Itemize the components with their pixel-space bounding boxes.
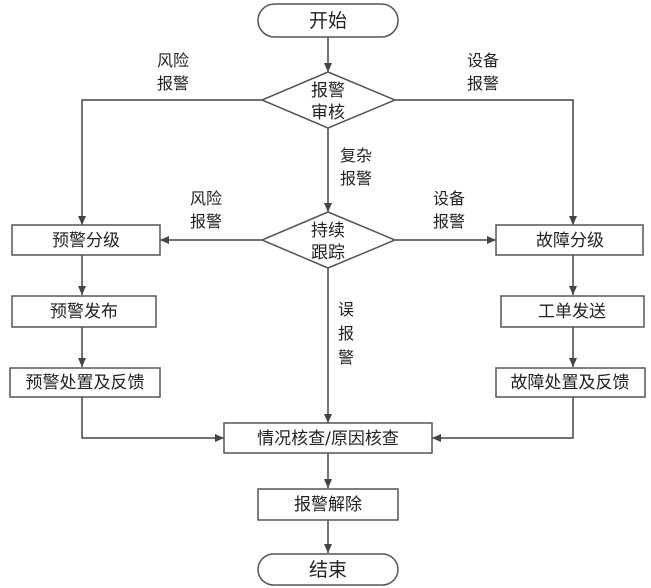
clear-box: [257, 488, 399, 521]
edge-labels: 风险 报警 设备 报警 复杂 报警 风险 报警 设备 报警 误 报 警: [157, 51, 499, 367]
complex-label-line1: 复杂: [340, 146, 372, 165]
review-decision: [260, 71, 397, 129]
edge-review-to-fault-grade: [395, 99, 577, 225]
verify-box: [223, 422, 433, 454]
edge-warn-handle-to-verify: [81, 397, 224, 442]
warn-publish-label: 预警发布: [50, 302, 118, 322]
false-alarm-label-line1: 误: [338, 300, 354, 319]
fault-grade-label: 故障分级: [536, 231, 604, 251]
verify-label: 情况核查/原因核查: [257, 429, 399, 449]
fault-grade-box: [495, 224, 644, 256]
false-alarm-label-line2: 报: [338, 324, 354, 343]
edges: [78, 37, 577, 553]
equip-mid-label-line1: 设备: [433, 189, 465, 208]
risk-top-label-line1: 风险: [157, 51, 189, 70]
equip-top-label-line1: 设备: [467, 51, 499, 70]
end-label: 结束: [309, 559, 347, 581]
risk-mid-label-line2: 报警: [190, 212, 222, 231]
warn-handle-box: [9, 367, 161, 398]
review-label-line2: 审核: [311, 103, 345, 123]
clear-label: 报警解除: [294, 495, 362, 515]
complex-label-line2: 报警: [340, 169, 372, 188]
work-order-label: 工单发送: [538, 302, 606, 322]
end-terminal: [257, 553, 399, 586]
risk-mid-label-line1: 风险: [190, 189, 222, 208]
risk-top-label-line2: 报警: [157, 74, 189, 93]
fault-handle-label: 故障处置及反馈: [511, 373, 630, 393]
start-label: 开始: [309, 10, 347, 32]
track-decision: [260, 211, 397, 269]
track-label-line1: 持续: [311, 221, 345, 241]
nodes: [9, 3, 646, 586]
node-labels: 开始 报警 审核 持续 跟踪 预警分级 预警发布 预警处置及反馈 故障分级 工单…: [26, 10, 630, 581]
edge-review-to-warn-grade: [78, 99, 262, 225]
start-terminal: [257, 3, 399, 38]
warn-handle-label: 预警处置及反馈: [26, 373, 145, 393]
fault-handle-box: [495, 367, 646, 398]
warn-grade-box: [11, 224, 161, 256]
equip-mid-label-line2: 报警: [433, 212, 465, 231]
track-label-line2: 跟踪: [311, 243, 345, 263]
warn-grade-label: 预警分级: [52, 231, 120, 251]
equip-top-label-line2: 报警: [467, 74, 499, 93]
review-label-line1: 报警: [311, 81, 345, 101]
false-alarm-label-line3: 警: [338, 348, 354, 367]
work-order-box: [500, 295, 645, 328]
edge-fault-handle-to-verify: [432, 397, 574, 442]
warn-publish-box: [11, 295, 157, 328]
